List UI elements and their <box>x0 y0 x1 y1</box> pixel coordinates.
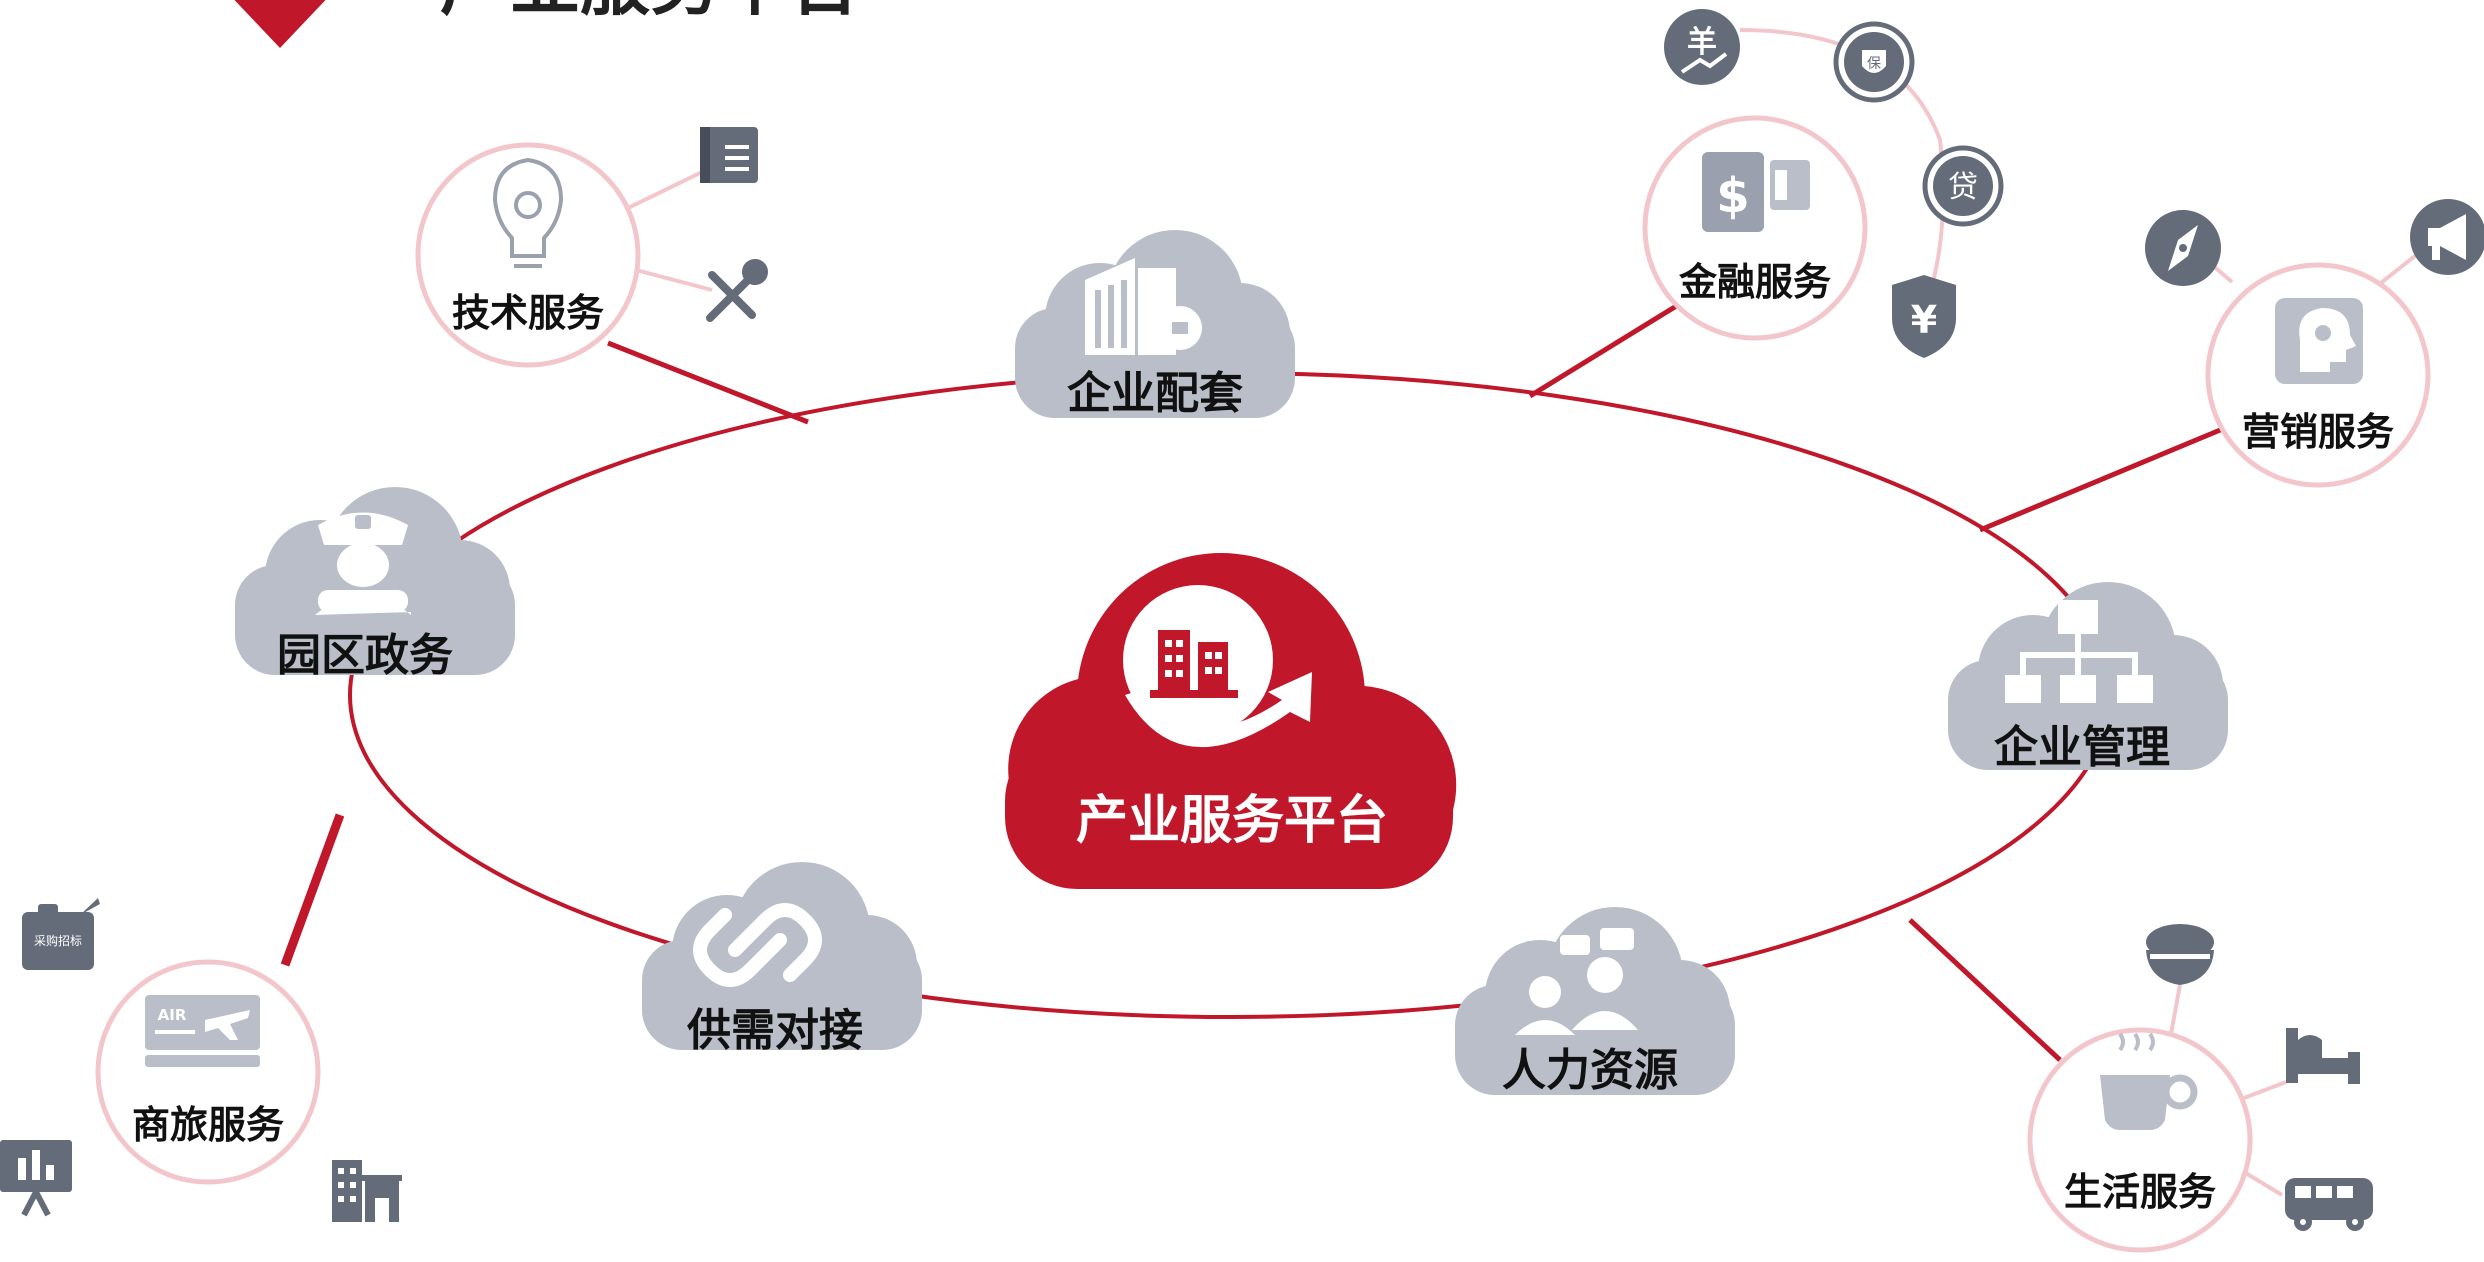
subline-life-bus <box>2242 1170 2284 1197</box>
cloud-label-human-resources: 人力资源 <box>1502 1045 1678 1096</box>
tools-icon <box>706 259 768 322</box>
megaphone-icon <box>2410 199 2484 275</box>
coffee-cup-icon <box>2100 1032 2198 1130</box>
book-icon <box>700 127 758 183</box>
head-idea-icon <box>2275 298 2363 384</box>
header-title: 产业服务平台 <box>440 0 860 25</box>
service-label-marketing: 营销服务 <box>2242 410 2394 454</box>
svg-text:羊: 羊 <box>1687 25 1717 60</box>
svg-text:保: 保 <box>1867 56 1881 72</box>
service-tech: 技术服务 <box>452 127 768 335</box>
rice-bowl-icon <box>2146 924 2214 985</box>
loan-icon: 贷 <box>1922 145 2004 227</box>
header-marker <box>234 0 326 48</box>
connector-business-travel <box>280 813 345 967</box>
compass-icon <box>2145 210 2221 286</box>
connectors <box>280 302 2226 1062</box>
people-icon <box>1515 928 1638 1035</box>
presentation-board-icon <box>0 1140 72 1217</box>
connector-tech <box>607 340 809 425</box>
subline-tech-book <box>627 170 703 210</box>
service-circle-life <box>2027 1027 2253 1253</box>
svg-text:采购招标: 采购招标 <box>34 933 82 948</box>
service-label-finance: 金融服务 <box>1678 260 1831 304</box>
yang-coin-icon: 羊 <box>1664 9 1740 85</box>
subline-tech-tools <box>635 268 713 292</box>
cloud-label-park-affairs: 园区政务 <box>277 630 453 681</box>
subline-life-bed <box>2243 1080 2287 1100</box>
refresh-arrow-icon <box>1125 672 1312 748</box>
service-label-tech: 技术服务 <box>452 291 604 335</box>
service-marketing: 营销服务 <box>2145 199 2484 454</box>
center-label: 产业服务平台 <box>1076 791 1388 851</box>
service-label-business-travel: 商旅服务 <box>132 1103 284 1147</box>
air-ticket-icon: AIR <box>145 995 260 1067</box>
cloud-enterprise-support: 企业配套 <box>1015 230 1295 419</box>
chain-link-icon <box>693 903 822 987</box>
procurement-card-icon: 采购招标 <box>22 898 100 970</box>
cloud-label-enterprise-support: 企业配套 <box>1067 368 1243 419</box>
officer-icon <box>315 512 411 615</box>
subline-finance-arc <box>1739 28 1946 301</box>
insurance-shield-icon: 保 <box>1833 21 1915 103</box>
connector-life <box>1908 918 2062 1062</box>
cloud-human-resources: 人力资源 <box>1455 907 1735 1096</box>
phone-dollar-icon: $ <box>1702 152 1810 232</box>
bus-icon <box>2285 1178 2373 1231</box>
yuan-shield-icon: ¥ <box>1892 275 1956 358</box>
center-cloud: 产业服务平台 <box>1005 553 1457 889</box>
svg-text:$: $ <box>1716 168 1749 224</box>
cloud-supply-demand: 供需对接 <box>642 862 922 1056</box>
connector-marketing <box>1979 425 2226 533</box>
svg-text:¥: ¥ <box>1911 298 1937 342</box>
connector-finance <box>1528 302 1680 399</box>
svg-text:贷: 贷 <box>1948 170 1978 205</box>
service-business-travel: AIR 商旅服务 采购招标 <box>0 898 402 1222</box>
cloud-enterprise-management: 企业管理 <box>1948 582 2228 773</box>
service-finance: $ 金融服务 羊 保 贷 ¥ <box>1664 9 2004 358</box>
service-label-life: 生活服务 <box>2064 1170 2216 1214</box>
bed-icon <box>2286 1028 2360 1084</box>
cloud-label-enterprise-management: 企业管理 <box>1994 722 2170 773</box>
header: 产业服务平台 <box>234 0 860 48</box>
org-chart-icon <box>2005 600 2153 703</box>
svg-text:AIR: AIR <box>158 1006 187 1024</box>
cloud-label-supply-demand: 供需对接 <box>687 1005 863 1056</box>
buildings-icon <box>1150 630 1238 698</box>
service-life: 生活服务 <box>2064 924 2373 1231</box>
cloud-park-affairs: 园区政务 <box>235 487 515 681</box>
lightbulb-icon <box>492 157 564 268</box>
